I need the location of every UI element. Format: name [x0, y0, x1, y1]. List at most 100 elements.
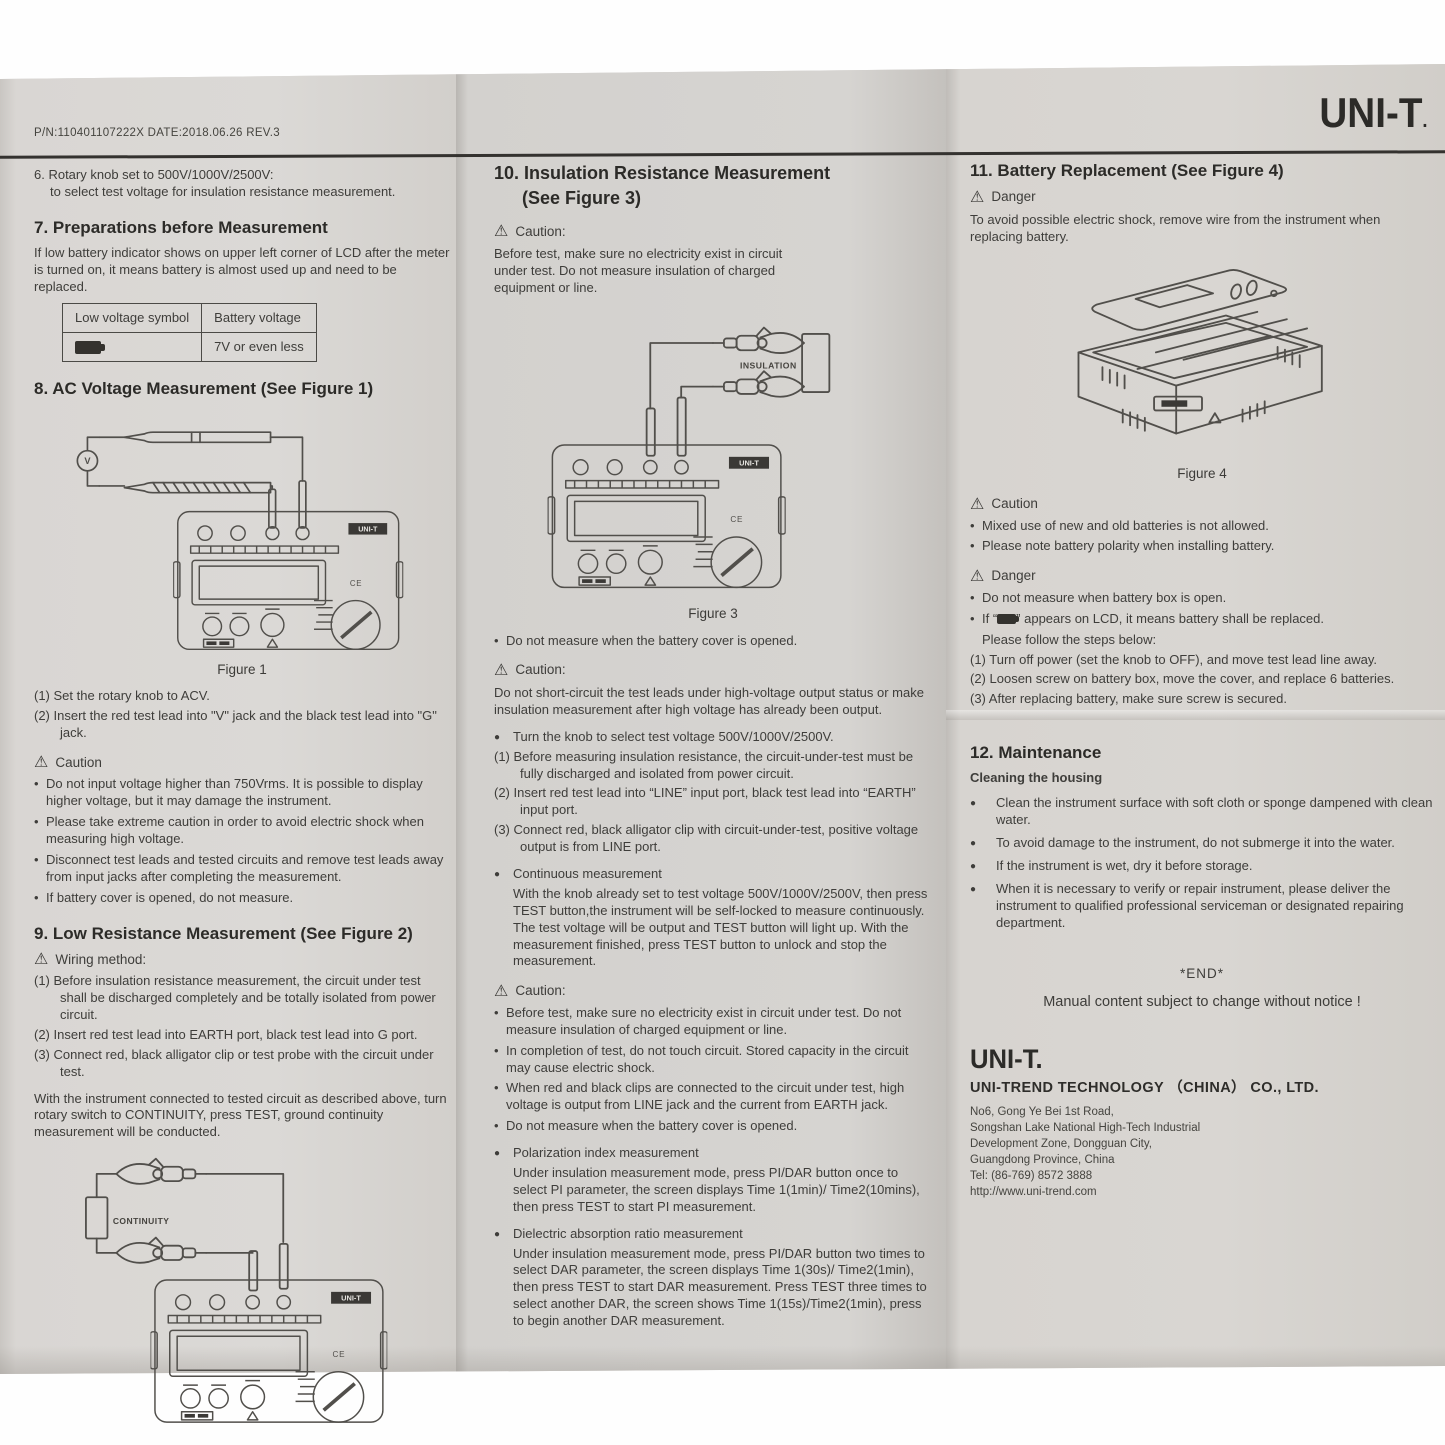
maintenance-item: Clean the instrument surface with soft c…	[970, 795, 1434, 829]
insulation-label: INSULATION	[740, 360, 797, 370]
figure-4-caption: Figure 4	[1177, 466, 1227, 482]
caution-11-label: Caution	[991, 495, 1038, 511]
address-line: Songshan Lake National High-Tech Industr…	[970, 1121, 1201, 1134]
maintenance-item: When it is necessary to verify or repair…	[970, 881, 1434, 932]
address-line: Guangdong Province, China	[970, 1154, 1115, 1167]
figure-3-illustration: INSULATION	[547, 326, 831, 590]
step-10-1: (1) Before measuring insulation resistan…	[494, 748, 914, 781]
footer-brand-block: UNI-T. UNI-TREND TECHNOLOGY （CHINA） CO.,…	[970, 1042, 1434, 1201]
caution-11-item: Mixed use of new and old batteries is no…	[970, 518, 1434, 535]
table-cell-voltage: 7V or even less	[201, 332, 317, 363]
wiring-method-label: Wiring method:	[55, 951, 147, 967]
step-9-1: (1) Before insulation resistance measure…	[34, 973, 436, 1022]
warning-icon: ⚠	[494, 982, 509, 1000]
caution-10b-body: Do not short-circuit the test leads unde…	[494, 684, 924, 717]
caution-10c-label: Caution:	[515, 983, 566, 999]
figure-2-illustration: CONTINUITY	[85, 1157, 388, 1425]
step-9-2: (2) Insert red test lead into EARTH port…	[34, 1026, 418, 1042]
column-middle: 10. Insulation Resistance Measurement (S…	[494, 162, 932, 1338]
table-row: Low voltage symbol Battery voltage	[61, 303, 317, 334]
website-link: http://www.uni-trend.com	[970, 1186, 1097, 1199]
continuous-measurement-label: Continuous measurement	[494, 866, 932, 883]
continuous-measurement-body: With the knob already set to test voltag…	[513, 885, 928, 969]
caution-10c-item: Do not measure when the battery cover is…	[494, 1118, 932, 1135]
figure-1-illustration: V	[76, 430, 404, 651]
section-11-title: 11. Battery Replacement (See Figure 4)	[970, 161, 1284, 180]
warning-icon: ⚠	[34, 951, 49, 969]
caution-8-item: Disconnect test leads and tested circuit…	[34, 852, 450, 886]
column-left: P/N:110401107222X DATE:2018.06.26 REV.3 …	[34, 126, 450, 1445]
caution-10c-item: Before test, make sure no electricity ex…	[494, 1005, 932, 1039]
brand-logo-row: UNI-T.	[970, 92, 1434, 134]
maintenance-item: To avoid damage to the instrument, do no…	[970, 835, 1434, 852]
warning-icon: ⚠	[494, 661, 509, 679]
caution-10a-body: Before test, make sure no electricity ex…	[494, 246, 783, 296]
turn-knob-item: Turn the knob to select test voltage 500…	[494, 729, 932, 746]
caution-8-item: If battery cover is opened, do not measu…	[34, 890, 450, 907]
footer-address: No6, Gong Ye Bei 1st Road, Songshan Lake…	[970, 1104, 1434, 1201]
polarization-index-body: Under insulation measurement mode, press…	[513, 1165, 920, 1214]
figure-2: CONTINUITY	[34, 1147, 450, 1443]
table-cell-symbol	[61, 332, 203, 363]
figure-4-illustration	[1077, 269, 1323, 435]
section-7-title: 7. Preparations before Measurement	[34, 217, 328, 237]
figure-1-caption: Figure 1	[217, 661, 267, 677]
step-9-3: (3) Connect red, black alligator clip or…	[34, 1046, 434, 1079]
danger-11b-label: Danger	[991, 568, 1036, 584]
caution-10b-label: Caution:	[515, 662, 566, 678]
section-10-title-line2: (See Figure 3)	[522, 188, 642, 209]
danger-11b-item: If “” appears on LCD, it means battery s…	[970, 611, 1434, 628]
change-notice: Manual content subject to change without…	[1043, 993, 1361, 1010]
address-line: Tel: (86-769) 8572 3888	[970, 1170, 1093, 1183]
dielectric-absorption-body: Under insulation measurement mode, press…	[513, 1245, 927, 1329]
warning-icon: ⚠	[34, 754, 49, 772]
logo-registered-dot: .	[1422, 110, 1428, 132]
step-10-2: (2) Insert red test lead into “LINE” inp…	[494, 785, 916, 818]
figure-3-caption: Figure 3	[688, 606, 738, 621]
battery-step-1: (1) Turn off power (set the knob to OFF)…	[970, 651, 1378, 667]
continuity-label: CONTINUITY	[113, 1216, 170, 1226]
low-battery-icon	[75, 341, 105, 355]
footer-company-name: UNI-TREND TECHNOLOGY （CHINA） CO., LTD.	[970, 1079, 1319, 1096]
warning-icon: ⚠	[494, 223, 509, 241]
section-7-body: If low battery indicator shows on upper …	[34, 244, 450, 294]
maintenance-item: If the instrument is wet, dry it before …	[970, 858, 1434, 875]
voltage-source-label: V	[84, 456, 91, 466]
low-battery-icon	[997, 614, 1020, 625]
battery-step-3: (3) After replacing battery, make sure s…	[970, 691, 1287, 707]
warning-icon: ⚠	[970, 567, 985, 585]
paper-crease	[946, 710, 1445, 720]
uni-t-logo: UNI-T.	[1319, 89, 1428, 136]
battery-step-2: (2) Loosen screw on battery box, move th…	[970, 671, 1395, 687]
warning-icon: ⚠	[970, 495, 985, 513]
address-line: Development Zone, Dongguan City,	[970, 1137, 1152, 1150]
danger-11a-body: To avoid possible electric shock, remove…	[970, 211, 1381, 244]
figure-1: V	[34, 407, 450, 659]
cleaning-housing-subtitle: Cleaning the housing	[970, 770, 1103, 786]
address-line: No6, Gong Ye Bei 1st Road,	[970, 1105, 1114, 1118]
caution-8-label: Caution	[55, 754, 102, 770]
danger-11b-followup: Please follow the steps below:	[982, 631, 1157, 647]
polarization-index-label: Polarization index measurement	[494, 1145, 932, 1162]
column-right: UNI-T. 11. Battery Replacement (See Figu…	[970, 92, 1434, 1200]
section-10-title-line1: 10. Insulation Resistance Measurement	[494, 163, 831, 183]
table-header-symbol: Low voltage symbol	[61, 303, 203, 334]
item-6-line1: 6. Rotary knob set to 500V/1000V/2500V:	[34, 166, 274, 182]
caution-11-item: Please note battery polarity when instal…	[970, 538, 1434, 555]
caution-8-item: Please take extreme caution in order to …	[34, 814, 450, 848]
battery-cover-note: Do not measure when the battery cover is…	[494, 633, 932, 650]
caution-10a-label: Caution:	[515, 223, 566, 239]
warning-icon: ⚠	[970, 188, 985, 206]
step-8-2: (2) Insert the red test lead into "V" ja…	[34, 708, 437, 740]
caution-10c-item: In completion of test, do not touch circ…	[494, 1043, 932, 1077]
step-8-1: (1) Set the rotary knob to ACV.	[34, 688, 210, 704]
danger-11a-label: Danger	[991, 189, 1036, 205]
figure-3: INSULATION	[494, 303, 932, 603]
figure-4	[970, 251, 1434, 463]
section-12-title: 12. Maintenance	[970, 743, 1102, 763]
table-header-voltage: Battery voltage	[201, 303, 317, 334]
item-6-line2: to select test voltage for insulation re…	[50, 183, 396, 199]
section-9-paragraph: With the instrument connected to tested …	[34, 1090, 447, 1140]
